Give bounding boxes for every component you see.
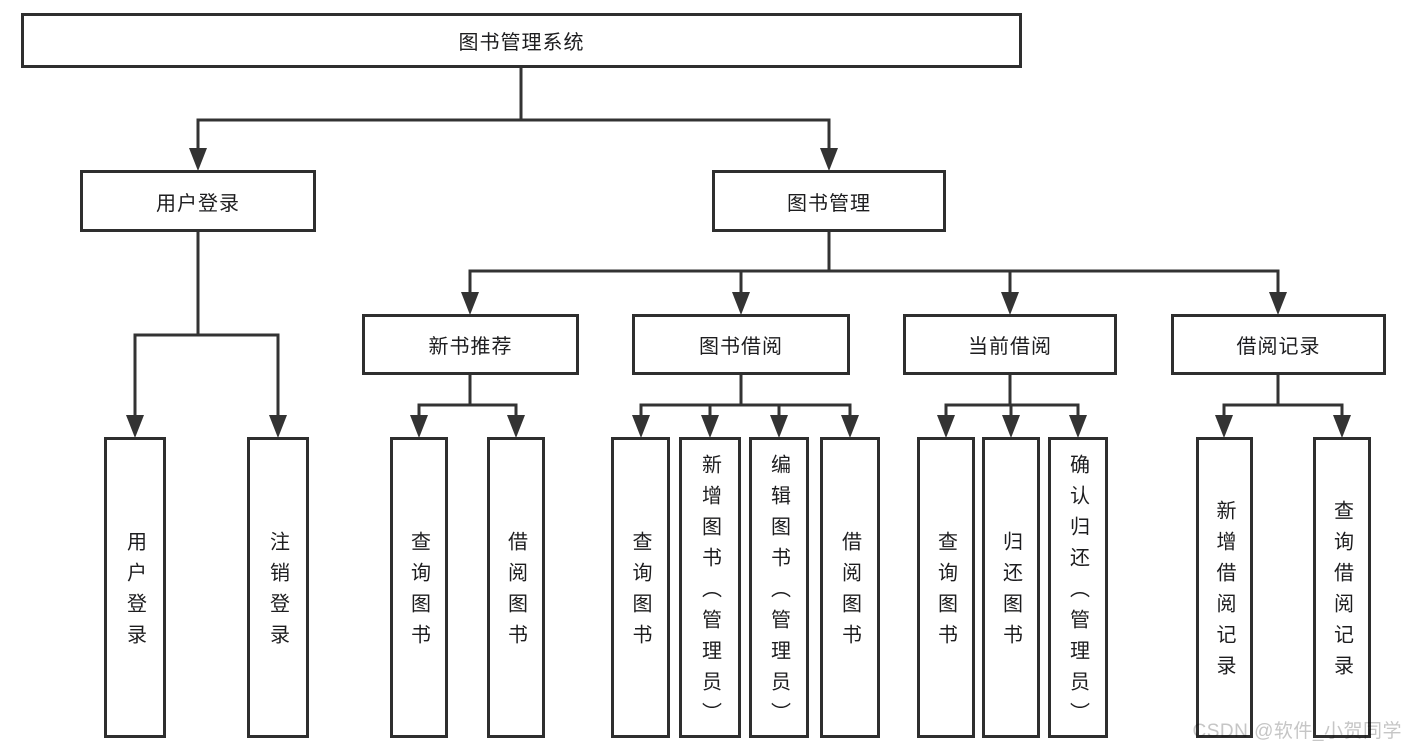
leaf-query-books-borrowing: 查询图书 — [611, 437, 670, 738]
node-label: 图书管理系统 — [458, 32, 585, 54]
leaf-query-books-recommend: 查询图书 — [390, 437, 448, 738]
leaf-logout: 注销登录 — [247, 437, 309, 738]
node-label: 当前借阅 — [968, 336, 1052, 358]
node-library-management-system: 图书管理系统 — [21, 13, 1022, 68]
node-label: 新增图书（管理员） — [698, 453, 721, 733]
leaf-return-books: 归还图书 — [982, 437, 1040, 738]
node-label: 查询图书 — [407, 531, 430, 655]
node-label: 借阅图书 — [504, 531, 527, 655]
node-label: 查询图书 — [934, 531, 957, 655]
leaf-user-login: 用户登录 — [104, 437, 166, 738]
node-label: 归还图书 — [999, 531, 1022, 655]
leaf-edit-book-admin: 编辑图书（管理员） — [749, 437, 809, 738]
node-label: 用户登录 — [156, 192, 240, 215]
node-user-login: 用户登录 — [80, 170, 316, 232]
leaf-add-book-admin: 新增图书（管理员） — [679, 437, 741, 738]
node-label: 查询图书 — [629, 531, 651, 655]
node-label: 编辑图书（管理员） — [767, 453, 790, 733]
leaf-add-borrow-record: 新增借阅记录 — [1196, 437, 1253, 738]
node-borrowing-records: 借阅记录 — [1171, 314, 1386, 375]
leaf-query-borrow-record: 查询借阅记录 — [1313, 437, 1371, 738]
leaf-confirm-return-admin: 确认归还（管理员） — [1048, 437, 1108, 738]
node-label: 借阅图书 — [838, 531, 861, 655]
node-label: 图书管理 — [787, 192, 871, 215]
node-new-book-recommend: 新书推荐 — [362, 314, 579, 375]
node-label: 注销登录 — [266, 531, 289, 655]
node-label: 确认归还（管理员） — [1066, 453, 1089, 733]
node-book-borrowing: 图书借阅 — [632, 314, 850, 375]
node-label: 借阅记录 — [1236, 336, 1321, 358]
leaf-borrow-books: 借阅图书 — [820, 437, 880, 738]
node-label: 新增借阅记录 — [1213, 500, 1235, 686]
leaf-query-books-current: 查询图书 — [917, 437, 975, 738]
node-label: 查询借阅记录 — [1330, 500, 1353, 686]
node-label: 图书借阅 — [699, 336, 783, 358]
node-label: 新书推荐 — [428, 336, 513, 358]
leaf-borrow-books-recommend: 借阅图书 — [487, 437, 545, 738]
csdn-watermark: CSDN @软件_小贺同学 — [1192, 721, 1402, 742]
node-label: 用户登录 — [123, 531, 146, 655]
node-book-management: 图书管理 — [712, 170, 946, 232]
node-current-borrowing: 当前借阅 — [903, 314, 1117, 375]
